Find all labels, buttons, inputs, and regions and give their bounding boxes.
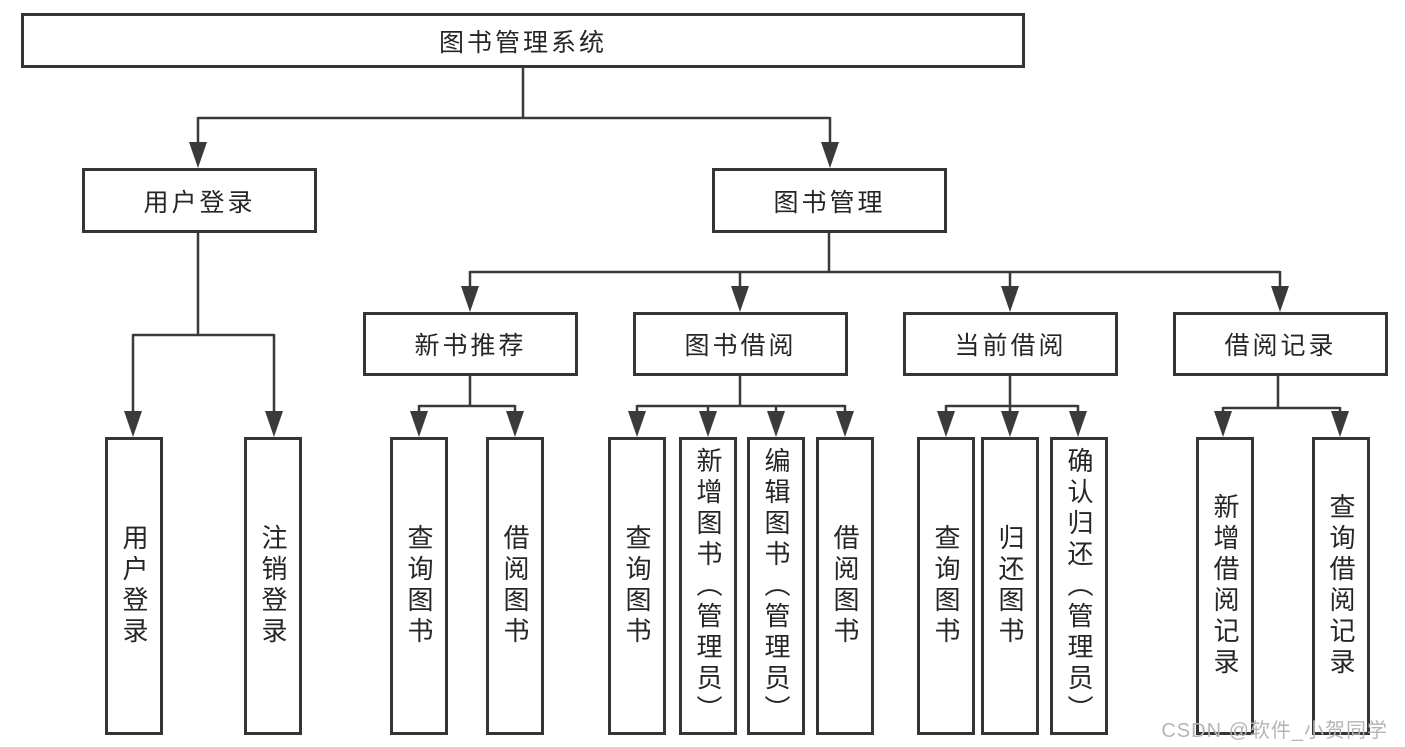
node-label: 归还图书 — [995, 524, 1025, 648]
node-label: 新书推荐 — [414, 332, 527, 360]
leaf-borrow-books: 借阅图书 — [816, 437, 874, 735]
node-current-borrow: 当前借阅 — [903, 312, 1118, 376]
node-label: 查询图书 — [931, 524, 961, 648]
leaf-query-books-borrow: 查询图书 — [608, 437, 666, 735]
node-label: 借阅图书 — [500, 524, 530, 648]
node-label: 图书借阅 — [684, 332, 797, 360]
leaf-logout: 注销登录 — [244, 437, 302, 735]
node-book-borrow: 图书借阅 — [633, 312, 848, 376]
leaf-confirm-return-admin: 确认归还（管理员） — [1050, 437, 1108, 735]
node-label: 用户登录 — [119, 524, 149, 648]
leaf-query-books-current: 查询图书 — [917, 437, 975, 735]
node-book-management: 图书管理 — [712, 168, 947, 233]
node-label: 确认归还（管理员） — [1064, 446, 1094, 726]
csdn-watermark: CSDN @软件_小贺同学 — [1161, 720, 1388, 742]
leaf-user-login: 用户登录 — [105, 437, 163, 735]
leaf-add-borrow-record: 新增借阅记录 — [1196, 437, 1254, 735]
node-label: 图书管理 — [773, 188, 886, 217]
node-user-login: 用户登录 — [82, 168, 317, 233]
leaf-add-book-admin: 新增图书（管理员） — [679, 437, 737, 735]
leaf-return-books: 归还图书 — [981, 437, 1039, 735]
node-label: 查询图书 — [404, 524, 434, 648]
node-new-book-recommend: 新书推荐 — [363, 312, 578, 376]
node-label: 新增图书（管理员） — [693, 446, 723, 726]
node-label: 新增借阅记录 — [1210, 493, 1240, 679]
node-label: 注销登录 — [258, 524, 288, 648]
node-label: 查询借阅记录 — [1326, 493, 1356, 679]
node-label: 借阅图书 — [830, 524, 860, 648]
node-label: 借阅记录 — [1224, 332, 1337, 360]
node-label: 图书管理系统 — [438, 28, 607, 57]
leaf-query-borrow-record: 查询借阅记录 — [1312, 437, 1370, 735]
node-library-management-system: 图书管理系统 — [21, 13, 1025, 68]
node-label: 用户登录 — [143, 188, 256, 217]
node-label: 当前借阅 — [954, 332, 1067, 360]
node-label: 编辑图书（管理员） — [761, 446, 791, 726]
leaf-edit-book-admin: 编辑图书（管理员） — [747, 437, 805, 735]
leaf-query-books-recommend: 查询图书 — [390, 437, 448, 735]
leaf-borrow-books-recommend: 借阅图书 — [486, 437, 544, 735]
node-borrow-records: 借阅记录 — [1173, 312, 1388, 376]
node-label: 查询图书 — [622, 524, 652, 648]
